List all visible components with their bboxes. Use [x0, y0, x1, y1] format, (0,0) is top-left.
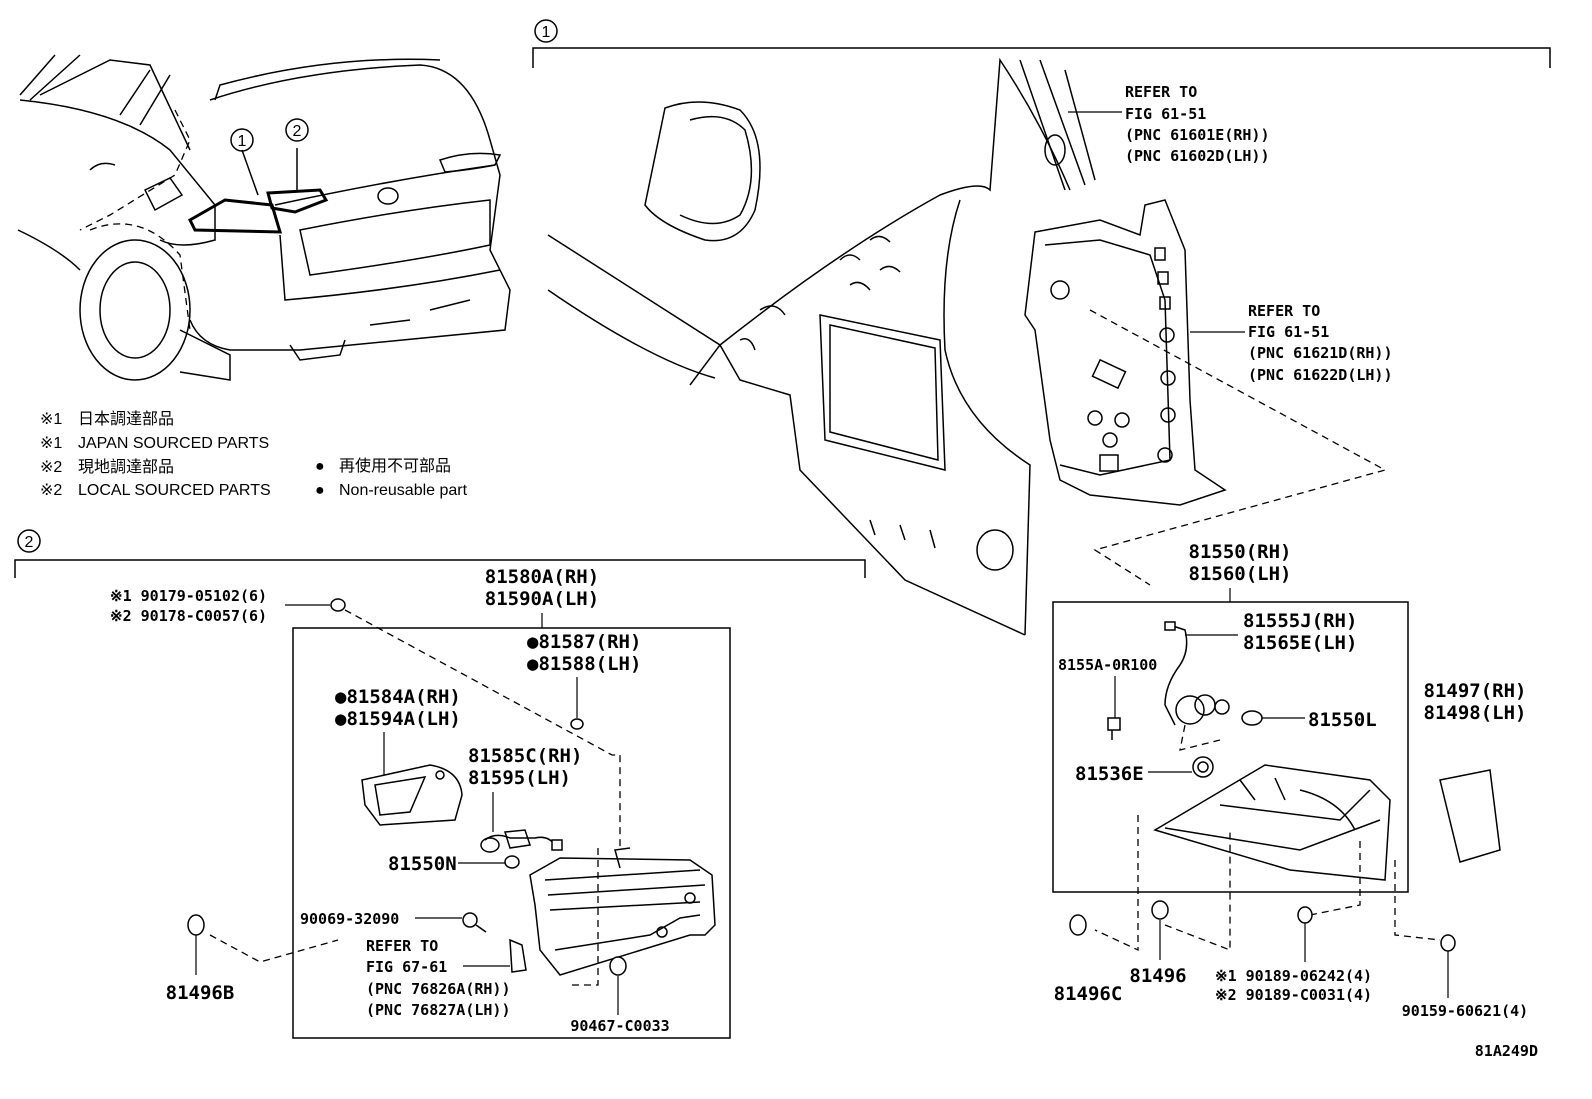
lamp-assy-box: [1052, 601, 1409, 893]
svg-text:81536E: 81536E: [1075, 763, 1144, 785]
legend-2-text: Non-reusable part: [339, 482, 468, 499]
section-2-header: 2: [14, 529, 866, 578]
svg-text:1: 1: [542, 24, 551, 41]
refer-lamp-extension: REFER TO FIG 61-51 (PNC 61621D(RH)) (PNC…: [1190, 302, 1393, 384]
bulb-81550N: 81550N: [388, 853, 520, 875]
rear-combination-lamp-rh: [1153, 764, 1391, 881]
svg-text:81585C(RH): 81585C(RH): [468, 745, 582, 767]
svg-text:REFER TO: REFER TO: [366, 937, 438, 955]
svg-text:81496C: 81496C: [1054, 983, 1123, 1005]
svg-text:90159-60621(4): 90159-60621(4): [1402, 1002, 1528, 1020]
svg-text:(PNC 61621D(RH)): (PNC 61621D(RH)): [1248, 344, 1393, 362]
refer-quarter-panel: REFER TO FIG 61-51 (PNC 61601E(RH)) (PNC…: [1068, 83, 1270, 165]
svg-text:※1 90179-05102(6): ※1 90179-05102(6): [110, 587, 267, 605]
svg-text:81555J(RH): 81555J(RH): [1243, 610, 1357, 632]
label-81587: ●81587(RH) ●81588(LH): [527, 631, 641, 730]
svg-text:※2 90189-C0031(4): ※2 90189-C0031(4): [1215, 986, 1372, 1004]
socket-wire-81585C: [480, 829, 563, 853]
svg-text:※1 90189-06242(4): ※1 90189-06242(4): [1215, 967, 1372, 985]
legend-2-symbol: ●: [315, 482, 325, 499]
note-1-mark: ※1: [40, 411, 62, 428]
label-81584A: ●81584A(RH) ●81594A(LH): [335, 686, 461, 775]
source-notes: ※1 日本調達部品 ※1 JAPAN SOURCED PARTS ※2 現地調達…: [40, 410, 271, 499]
gasket-81584A-shape: [361, 764, 463, 826]
legend-1-symbol: ●: [315, 458, 325, 475]
note-4-text: LOCAL SOURCED PARTS: [78, 482, 271, 499]
svg-text:(PNC 61601E(RH)): (PNC 61601E(RH)): [1125, 126, 1270, 144]
overview-callout-2: 2: [285, 118, 309, 142]
screw-90159: 90159-60621(4): [1402, 934, 1528, 1020]
note-2-mark: ※1: [40, 435, 62, 452]
svg-text:●81594A(LH): ●81594A(LH): [335, 708, 461, 730]
svg-text:81550(RH): 81550(RH): [1189, 541, 1292, 563]
screw-90069: 90069-32090: [300, 910, 487, 933]
svg-text:REFER TO: REFER TO: [1248, 302, 1320, 320]
nut-81496B: 81496B: [166, 914, 339, 1004]
svg-text:●81587(RH): ●81587(RH): [527, 631, 641, 653]
note-4-mark: ※2: [40, 482, 62, 499]
screw-top-90179: ※1 90179-05102(6) ※2 90178-C0057(6): [110, 587, 346, 625]
svg-text:FIG 61-51: FIG 61-51: [1248, 323, 1329, 341]
label-81585C-socket: 81585C(RH) 81595(LH): [468, 745, 582, 832]
svg-text:2: 2: [25, 534, 34, 551]
svg-text:81560(LH): 81560(LH): [1189, 563, 1292, 585]
svg-text:●81584A(RH): ●81584A(RH): [335, 686, 461, 708]
svg-text:81565E(LH): 81565E(LH): [1243, 632, 1357, 654]
svg-text:81580A(RH): 81580A(RH): [485, 566, 599, 588]
lamp-assy-box-2: [292, 627, 731, 1039]
refer-bracket: REFER TO FIG 67-61 (PNC 76826A(RH)) (PNC…: [366, 937, 527, 1019]
svg-text:81498(LH): 81498(LH): [1424, 702, 1527, 724]
legend-1-text: 再使用不可部品: [339, 457, 451, 475]
svg-text:81497(RH): 81497(RH): [1424, 680, 1527, 702]
screw-8155A: 8155A-0R100: [1058, 656, 1157, 740]
lamp-extension-panel: [1024, 199, 1227, 506]
gasket-81536E: 81536E: [1075, 756, 1214, 785]
svg-text:FIG 61-51: FIG 61-51: [1125, 105, 1206, 123]
note-1-text: 日本調達部品: [78, 410, 174, 428]
note-2-text: JAPAN SOURCED PARTS: [78, 435, 269, 452]
note-3-text: 現地調達部品: [78, 458, 174, 476]
svg-text:(PNC 76826A(RH)): (PNC 76826A(RH)): [366, 980, 511, 998]
clip-90467: 90467-C0033: [570, 956, 670, 1035]
svg-text:1: 1: [238, 133, 247, 150]
svg-text:81550L: 81550L: [1308, 709, 1377, 731]
screw-90189: ※1 90189-06242(4) ※2 90189-C0031(4): [1215, 906, 1372, 1004]
svg-text:81590A(LH): 81590A(LH): [485, 588, 599, 610]
nut-81496C: 81496C: [1054, 914, 1123, 1005]
svg-text:81496B: 81496B: [166, 982, 235, 1004]
label-81555J: 81555J(RH) 81565E(LH): [1243, 610, 1357, 654]
diagram-code: 81A249D: [1475, 1042, 1538, 1060]
rear-lamp-garnish: [529, 847, 716, 976]
svg-text:81496: 81496: [1129, 965, 1186, 987]
svg-text:FIG 67-61: FIG 67-61: [366, 958, 447, 976]
svg-text:(PNC 61622D(LH)): (PNC 61622D(LH)): [1248, 366, 1393, 384]
section-1-header: 1: [532, 19, 1551, 68]
vehicle-rear-view: [17, 54, 511, 381]
socket-wire-81555J: [1164, 621, 1238, 726]
note-3-mark: ※2: [40, 459, 62, 476]
svg-text:8155A-0R100: 8155A-0R100: [1058, 656, 1157, 674]
label-81550-lamp-assy: 81550(RH) 81560(LH): [1189, 541, 1292, 602]
quarter-panel: [547, 57, 1096, 636]
legend: ● 再使用不可部品 ● Non-reusable part: [315, 457, 468, 499]
bulb-81550L: 81550L: [1241, 709, 1377, 731]
reflector-81497: 81497(RH) 81498(LH): [1424, 680, 1527, 863]
nut-81496: 81496: [1129, 900, 1187, 987]
svg-text:(PNC 76827A(LH)): (PNC 76827A(LH)): [366, 1001, 511, 1019]
svg-text:81550N: 81550N: [388, 853, 457, 875]
svg-text:REFER TO: REFER TO: [1125, 83, 1197, 101]
svg-text:81595(LH): 81595(LH): [468, 767, 571, 789]
overview-callout-1: 1: [230, 128, 254, 152]
svg-text:(PNC 61602D(LH)): (PNC 61602D(LH)): [1125, 147, 1270, 165]
svg-text:2: 2: [293, 123, 302, 140]
svg-text:※2 90178-C0057(6): ※2 90178-C0057(6): [110, 607, 267, 625]
svg-text:●81588(LH): ●81588(LH): [527, 653, 641, 675]
label-81580A-lamp-assy: 81580A(RH) 81590A(LH): [485, 566, 599, 628]
svg-text:90467-C0033: 90467-C0033: [570, 1017, 669, 1035]
svg-text:90069-32090: 90069-32090: [300, 910, 399, 928]
